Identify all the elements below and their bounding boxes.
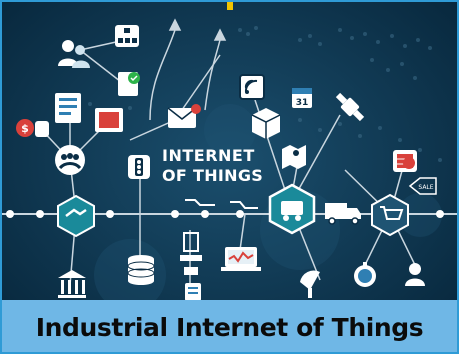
dollar-coins-icon: $ bbox=[16, 119, 49, 137]
satellite-icon bbox=[335, 92, 365, 122]
box-icon bbox=[251, 108, 281, 139]
wifi-sign-icon bbox=[239, 74, 265, 100]
junction-icons bbox=[185, 199, 258, 209]
checklist-icon bbox=[118, 72, 140, 96]
iot-label-line2: OF THINGS bbox=[162, 166, 264, 185]
truck-icon bbox=[325, 203, 361, 225]
caption-bar: Industrial Internet of Things bbox=[0, 300, 459, 354]
top-accent bbox=[227, 0, 233, 10]
stopwatch-icon bbox=[354, 262, 376, 287]
shopping-cart-icon bbox=[371, 193, 409, 237]
users-icon bbox=[58, 40, 90, 68]
svg-text:$: $ bbox=[21, 122, 29, 135]
iot-label-line1: INTERNET bbox=[162, 146, 255, 165]
central-hub-hex bbox=[268, 183, 316, 235]
handshake-icon bbox=[57, 194, 95, 238]
sale-tag-icon: SALE bbox=[408, 177, 437, 195]
team-icon bbox=[55, 145, 85, 175]
phone-doc-icon bbox=[185, 283, 201, 301]
calendar-icon: 31 bbox=[292, 88, 312, 108]
document-icon bbox=[55, 93, 81, 123]
svg-text:31: 31 bbox=[296, 98, 309, 108]
laptop-chart-icon bbox=[221, 247, 261, 271]
database-icon bbox=[127, 255, 155, 285]
chart-card-icon bbox=[95, 108, 123, 132]
dish-icon bbox=[300, 270, 320, 298]
upload-arrows bbox=[149, 18, 227, 121]
person-icon bbox=[405, 263, 425, 286]
svg-text:SALE: SALE bbox=[418, 184, 433, 191]
server-icon bbox=[180, 232, 202, 275]
caption-title: Industrial Internet of Things bbox=[35, 312, 424, 342]
mail-icon bbox=[167, 104, 201, 128]
chat-icon bbox=[403, 157, 415, 169]
traffic-light-icon bbox=[128, 155, 150, 179]
bank-icon bbox=[58, 270, 86, 298]
map-icon bbox=[282, 145, 306, 169]
org-chart-icon bbox=[115, 25, 139, 47]
